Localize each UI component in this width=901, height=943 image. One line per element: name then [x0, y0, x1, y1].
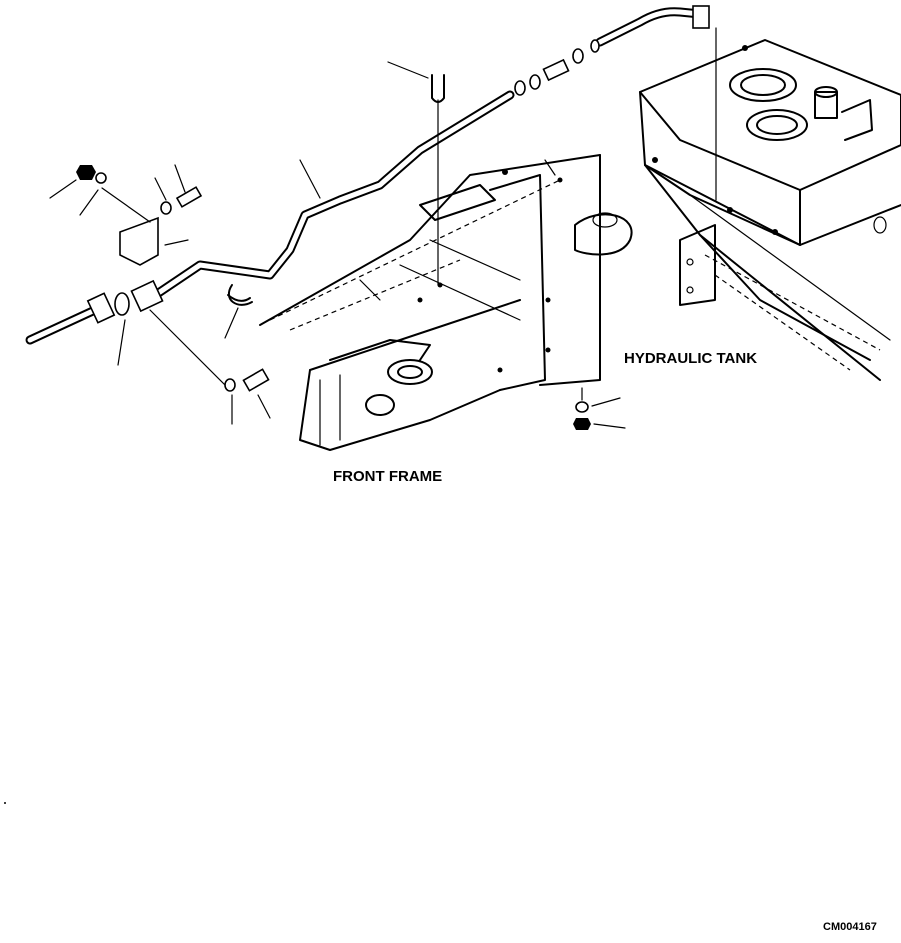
hydraulic-tank [639, 39, 901, 381]
stray-mark [4, 802, 6, 804]
fittings [76, 5, 717, 430]
hydraulic-tube [25, 7, 705, 345]
hydraulic-tank-label: HYDRAULIC TANK [624, 350, 758, 367]
front-frame-label: FRONT FRAME [333, 468, 443, 485]
front-frame [259, 154, 633, 451]
leader-lines [49, 61, 626, 429]
drawing-code-label: CM004167 [823, 921, 877, 933]
